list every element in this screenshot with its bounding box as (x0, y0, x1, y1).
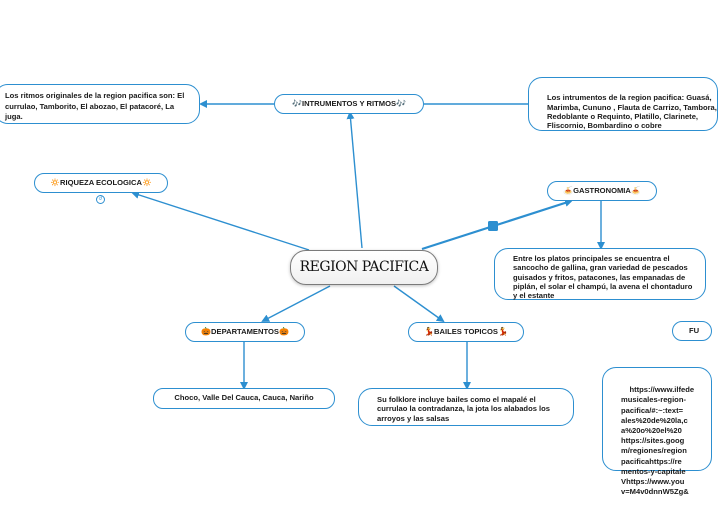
connector-lines (131, 100, 605, 390)
central-topic[interactable]: REGION PACIFICA (290, 250, 438, 285)
sun-icon: 🔅 (142, 177, 152, 187)
topic-gastronomia[interactable]: 🍝 GASTRONOMIA 🍝 (547, 181, 657, 201)
music-note-icon: 🎶 (291, 98, 302, 108)
sun-icon: 🔅 (50, 177, 60, 187)
topic-instrumentos-label: INTRUMENTOS Y RITMOS (301, 98, 397, 108)
topic-riqueza-ecologica[interactable]: 🔅 RIQUEZA ECOLOGICA 🔅 (34, 173, 168, 193)
pumpkin-icon: 🎃 (201, 326, 212, 336)
dancer-icon: 💃 (424, 326, 434, 336)
topic-bailes[interactable]: 💃 BAILES TOPICOS 💃 (408, 322, 524, 342)
detail-gastronomia-text: Entre los platos principales se encuentr… (513, 254, 693, 301)
clock-icon: ↺ (96, 195, 105, 204)
topic-departamentos[interactable]: 🎃 DEPARTAMENTOS 🎃 (185, 322, 305, 342)
topic-fuentes[interactable]: FU (672, 321, 712, 341)
detail-ritmos-text: Los ritmos originales de la region pacif… (5, 91, 185, 121)
topic-fuentes-label: FU (689, 325, 700, 335)
topic-departamentos-label: DEPARTAMENTOS (211, 326, 279, 336)
topic-gastronomia-label: GASTRONOMIA (573, 185, 631, 195)
food-icon: 🍝 (630, 185, 641, 195)
food-icon: 🍝 (563, 185, 574, 195)
blue-square-connector (488, 221, 498, 231)
link-center-riqueza (131, 191, 310, 251)
music-note-icon: 🎶 (396, 98, 407, 108)
topic-instrumentos[interactable]: 🎶 INTRUMENTOS Y RITMOS 🎶 (274, 94, 424, 114)
detail-bailes[interactable]: Su folklore incluye bailes como el mapal… (358, 388, 574, 426)
link-center-bailes (393, 285, 445, 323)
detail-instrumentos[interactable]: Los intrumentos de la region pacifica: G… (528, 77, 718, 131)
detail-departamentos-text: Choco, Valle Del Cauca, Cauca, Nariño (174, 393, 314, 403)
mind-map-canvas: REGION PACIFICA 🎶 INTRUMENTOS Y RITMOS 🎶… (0, 77, 718, 496)
dancer-icon: 💃 (498, 326, 508, 336)
link-center-departamentos (261, 285, 331, 322)
detail-ritmos[interactable]: Los ritmos originales de la region pacif… (0, 84, 200, 124)
detail-instrumentos-text: Los intrumentos de la region pacifica: G… (547, 93, 717, 131)
central-topic-title: REGION PACIFICA (299, 259, 429, 276)
detail-fuentes-text: https://www.ilfede musicales-region- pac… (621, 385, 695, 497)
detail-departamentos[interactable]: Choco, Valle Del Cauca, Cauca, Nariño (153, 388, 335, 409)
link-center-instrumentos (346, 111, 363, 249)
topic-riqueza-label: RIQUEZA ECOLOGICA (60, 177, 142, 187)
pumpkin-icon: 🎃 (278, 326, 289, 336)
detail-fuentes[interactable]: https://www.ilfede musicales-region- pac… (602, 367, 712, 496)
detail-gastronomia[interactable]: Entre los platos principales se encuentr… (494, 248, 706, 300)
topic-bailes-label: BAILES TOPICOS (434, 326, 498, 336)
detail-bailes-text: Su folklore incluye bailes como el mapal… (377, 395, 551, 423)
